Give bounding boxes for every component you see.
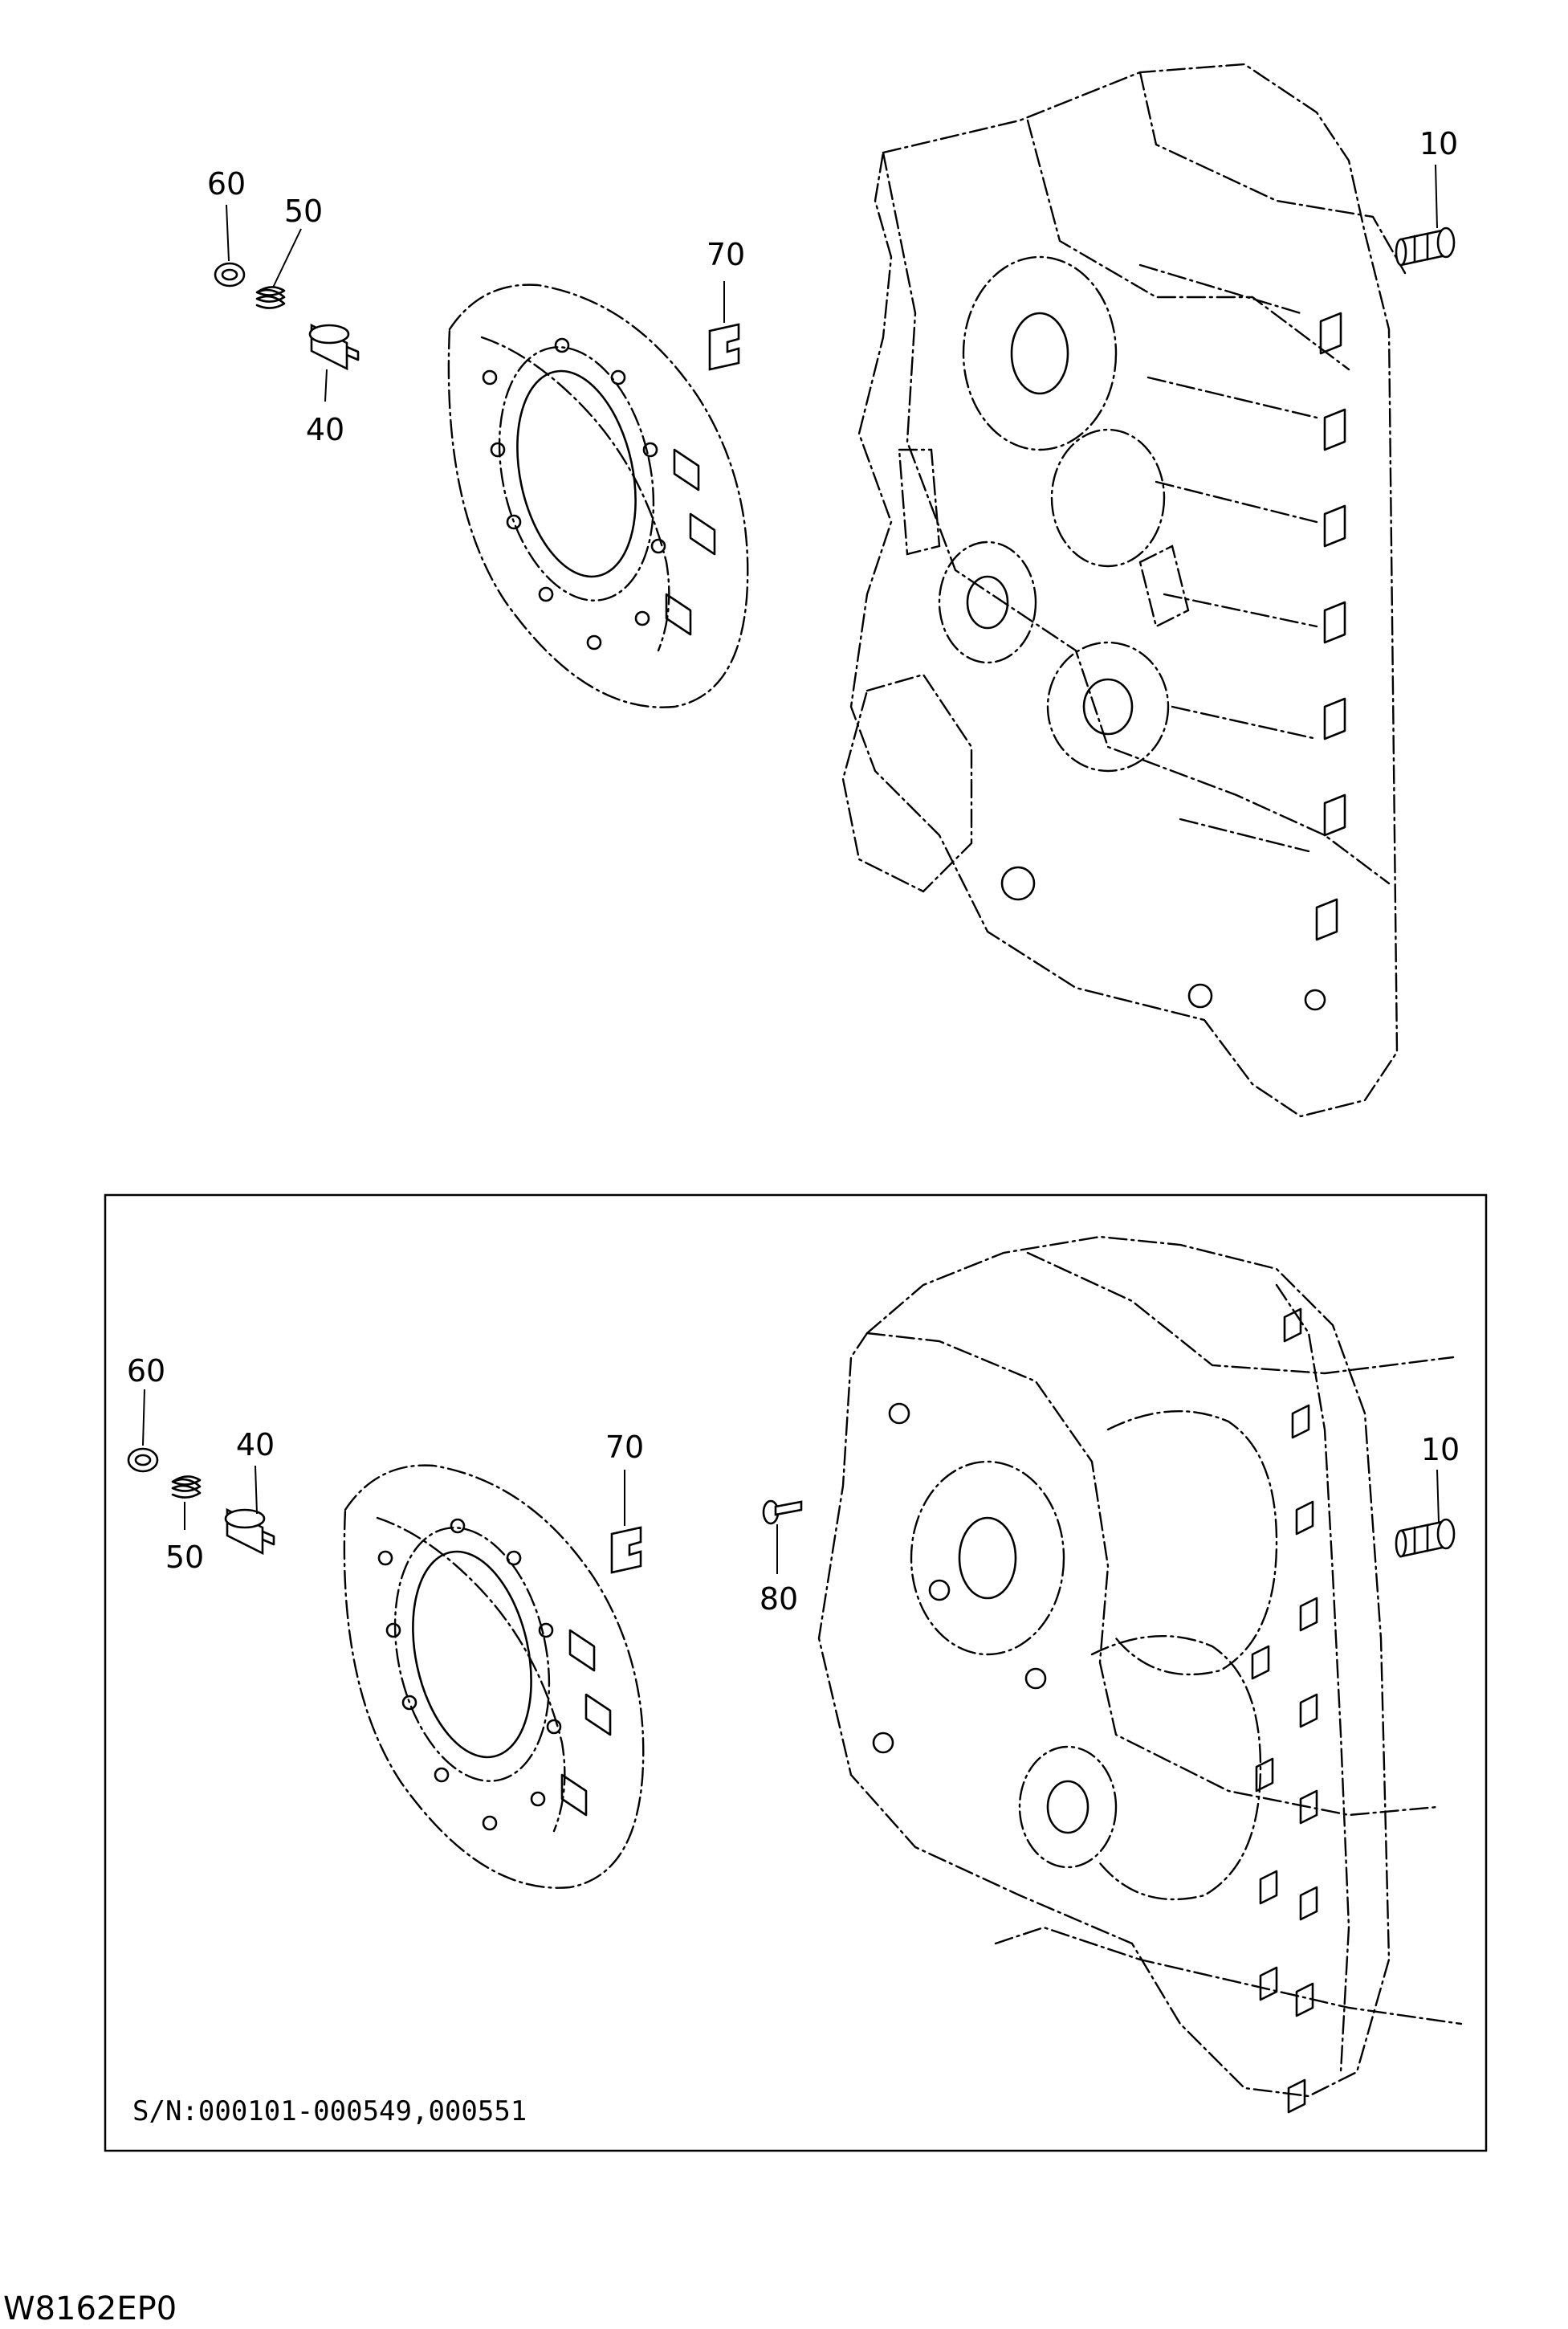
callout-60: 60 bbox=[127, 1353, 165, 1389]
transmission-housing-top bbox=[841, 63, 1407, 1118]
part-40-piston bbox=[224, 1507, 275, 1556]
serial-number-note: S/N:000101-000549,000551 bbox=[132, 2095, 527, 2127]
callout-70: 70 bbox=[605, 1430, 644, 1465]
part-50-spring bbox=[171, 1475, 202, 1499]
figure-code: W8162EP0 bbox=[3, 2290, 177, 2327]
callout-50: 50 bbox=[165, 1540, 204, 1575]
callout-50: 50 bbox=[284, 194, 323, 229]
part-10-breather bbox=[1395, 226, 1456, 267]
top-view: 60 50 40 70 bbox=[207, 63, 1458, 1118]
part-70-clip bbox=[610, 1526, 642, 1574]
variant-frame bbox=[104, 1193, 1488, 2152]
bottom-view: 60 50 40 70 80 bbox=[127, 1235, 1463, 2127]
callout-40: 40 bbox=[236, 1427, 275, 1462]
part-10-breather bbox=[1395, 1518, 1456, 1558]
callout-10: 10 bbox=[1421, 1432, 1460, 1467]
valve-plate bbox=[447, 283, 749, 708]
part-80-plug bbox=[762, 1499, 803, 1525]
callout-80: 80 bbox=[760, 1581, 798, 1617]
callout-10: 10 bbox=[1419, 126, 1458, 161]
valve-plate bbox=[343, 1464, 645, 1889]
part-70-clip bbox=[708, 323, 740, 371]
part-50-spring bbox=[255, 286, 286, 309]
part-60-seal-ring bbox=[214, 262, 246, 288]
part-60-seal-ring bbox=[127, 1447, 159, 1473]
callout-70: 70 bbox=[707, 237, 745, 272]
part-40-piston bbox=[308, 323, 360, 371]
callout-40: 40 bbox=[306, 412, 344, 447]
transmission-housing-variant bbox=[817, 1235, 1463, 2114]
callout-60: 60 bbox=[207, 166, 246, 202]
